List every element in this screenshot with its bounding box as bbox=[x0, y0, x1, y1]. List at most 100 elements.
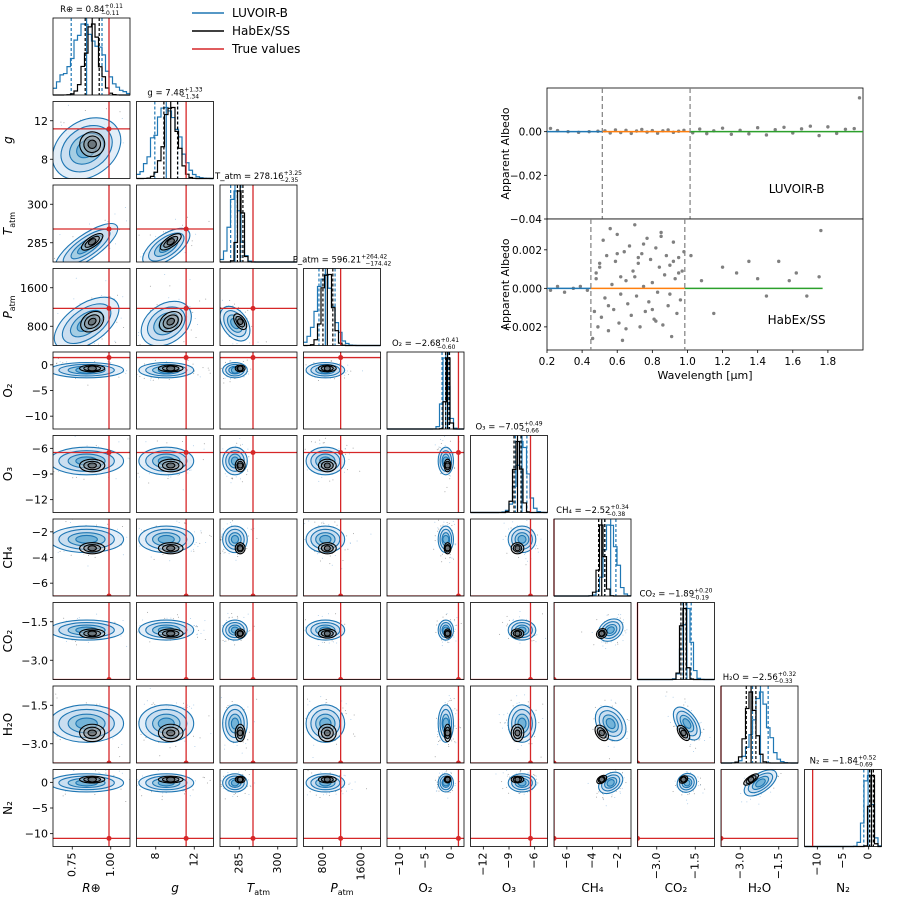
sample-point bbox=[57, 470, 59, 472]
density-CH4-T_atm bbox=[220, 519, 297, 596]
corner-cell-CH4-O3 bbox=[470, 518, 548, 597]
sample-point bbox=[51, 787, 52, 788]
sample-point bbox=[294, 778, 295, 779]
hist-line-luvoir bbox=[637, 607, 715, 681]
sample-point bbox=[120, 635, 122, 637]
sample-point bbox=[195, 542, 197, 544]
sample-point bbox=[329, 555, 331, 557]
sample-point bbox=[341, 568, 343, 570]
habex-contour bbox=[323, 462, 331, 469]
sample-point bbox=[318, 480, 320, 482]
corner-cell-H2O-H2O: H₂O = −2.56+0.32−0.33 bbox=[720, 671, 799, 764]
y-tick-label-CH4: −4 bbox=[32, 552, 48, 565]
habex-contour bbox=[87, 365, 97, 372]
sample-point bbox=[256, 698, 258, 700]
sample-point bbox=[142, 775, 144, 777]
sample-point bbox=[437, 787, 439, 789]
sample-point bbox=[50, 786, 51, 787]
sample-point bbox=[143, 377, 145, 379]
sample-point bbox=[208, 220, 210, 222]
sample-point bbox=[338, 774, 340, 776]
sample-point bbox=[527, 560, 529, 562]
sample-point bbox=[503, 714, 505, 716]
sample-point bbox=[317, 380, 319, 382]
sample-point bbox=[248, 630, 250, 632]
sample-point bbox=[178, 521, 180, 523]
density-O3-T_atm bbox=[220, 435, 297, 513]
sample-point bbox=[701, 731, 703, 733]
spectrum-point bbox=[548, 288, 553, 292]
panel-frame bbox=[136, 769, 214, 847]
sample-point bbox=[122, 296, 124, 298]
density-CO2-T_atm bbox=[220, 602, 297, 680]
x-tick-label-O2: 0 bbox=[444, 853, 457, 860]
habex-contour bbox=[83, 726, 102, 740]
sample-point bbox=[175, 218, 177, 220]
sample-point bbox=[102, 187, 103, 188]
sample-point bbox=[63, 617, 65, 619]
sample-point bbox=[115, 478, 117, 480]
density-CH4-P_atm bbox=[303, 519, 381, 596]
sample-point bbox=[625, 782, 627, 784]
hist-line-habex bbox=[637, 607, 715, 681]
truth-marker bbox=[338, 677, 344, 680]
sample-point bbox=[113, 774, 115, 776]
y-tick-label-CH4: −2 bbox=[32, 526, 48, 539]
sample-point bbox=[193, 370, 195, 372]
sample-point bbox=[140, 529, 142, 531]
truth-marker bbox=[637, 835, 640, 841]
sample-point bbox=[149, 641, 151, 643]
sample-point bbox=[537, 782, 539, 784]
sample-point bbox=[143, 774, 144, 775]
habex-contour bbox=[159, 233, 182, 251]
corner-cell-P_atm-R_earth bbox=[52, 268, 133, 346]
sample-point bbox=[687, 794, 689, 796]
sample-point bbox=[536, 534, 538, 536]
sample-point bbox=[537, 551, 539, 553]
corner-cell-CH4-g bbox=[136, 518, 214, 597]
sample-point bbox=[248, 779, 250, 781]
sample-point bbox=[528, 743, 530, 745]
sample-point bbox=[253, 721, 255, 723]
truth-marker bbox=[250, 835, 256, 841]
sample-point bbox=[607, 614, 609, 616]
truth-marker bbox=[338, 760, 344, 763]
sample-point bbox=[450, 772, 452, 774]
sample-point bbox=[535, 641, 537, 643]
sample-point bbox=[202, 367, 204, 369]
panel-label: LUVOIR-B bbox=[769, 182, 825, 196]
sample-point bbox=[52, 338, 53, 339]
habex-contour bbox=[323, 365, 331, 372]
panel-frame bbox=[470, 602, 548, 680]
sample-point bbox=[134, 373, 135, 374]
corner-cell-g-R_earth bbox=[52, 101, 131, 188]
sample-point bbox=[295, 627, 296, 628]
corner-cell-CO2-O3 bbox=[470, 602, 548, 680]
sample-point bbox=[346, 790, 348, 792]
sample-point bbox=[318, 644, 320, 646]
sample-point bbox=[702, 792, 704, 794]
sample-point bbox=[193, 373, 195, 375]
corner-cell-N2-P_atm bbox=[294, 769, 381, 847]
sample-point bbox=[132, 297, 133, 298]
sample-point bbox=[439, 740, 441, 742]
y-tick-label-CO2: −3.0 bbox=[21, 654, 48, 667]
sample-point bbox=[516, 695, 518, 697]
sample-point bbox=[456, 709, 458, 711]
sample-point bbox=[122, 554, 124, 556]
sample-point bbox=[98, 446, 100, 448]
sample-point bbox=[184, 740, 186, 742]
sample-point bbox=[328, 613, 330, 615]
sample-point bbox=[758, 803, 760, 805]
spectrum-point bbox=[764, 133, 769, 137]
sample-point bbox=[437, 744, 439, 746]
density-N2-T_atm bbox=[220, 769, 297, 847]
sample-point bbox=[247, 613, 249, 615]
sample-point bbox=[602, 798, 604, 800]
sample-point bbox=[181, 224, 183, 226]
sample-point bbox=[352, 447, 354, 449]
sample-point bbox=[117, 294, 119, 296]
density-T_atm-g bbox=[136, 185, 214, 262]
sample-point bbox=[695, 747, 697, 749]
sample-point bbox=[115, 342, 117, 344]
